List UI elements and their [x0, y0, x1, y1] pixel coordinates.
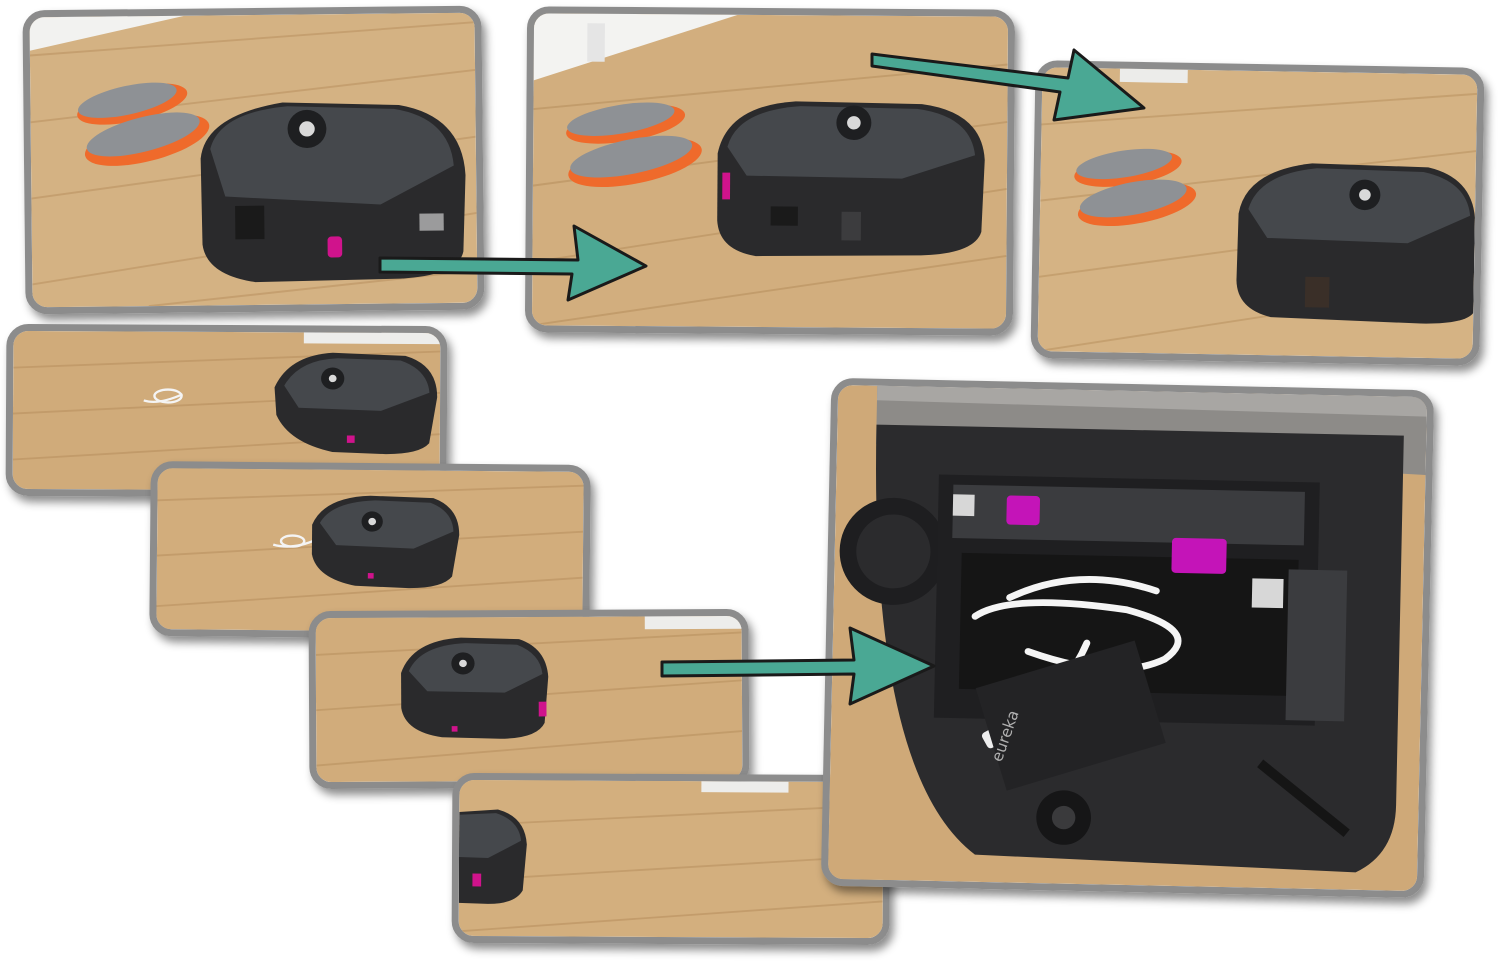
slippers	[566, 102, 702, 188]
photo-panel-robot-moving-away	[308, 608, 750, 790]
brush-release-tab	[1171, 537, 1227, 574]
photo-panel-robot-underside: eureka	[820, 377, 1435, 899]
scene-robot-over-cable	[156, 468, 584, 633]
caster-wheel	[1036, 790, 1092, 845]
brush-release-tab	[1006, 495, 1041, 526]
photo-panel-robot-approaching-cable	[5, 323, 448, 499]
scene-robot-moving-away	[315, 615, 743, 783]
charging-cable	[143, 388, 184, 404]
right-arrow-icon	[378, 224, 648, 302]
photo-panel-robot-beside-slippers	[1030, 60, 1485, 366]
robot-vacuum	[717, 101, 985, 257]
scene-robot-approaching-cable	[12, 330, 441, 492]
slippers	[1074, 148, 1197, 227]
robot-vacuum	[1236, 163, 1475, 324]
robot-vacuum	[311, 495, 460, 589]
photo-panel-robot-near-slippers	[22, 5, 485, 315]
robot-vacuum	[401, 637, 549, 739]
scene-robot-underside: eureka	[827, 384, 1428, 892]
scene-robot-leaving-frame	[458, 779, 884, 939]
label-sticker: eureka	[975, 640, 1166, 791]
photo-panel-robot-over-cable	[149, 461, 591, 640]
photo-panel-robot-approaching	[524, 6, 1016, 336]
right-arrow-icon	[870, 48, 1146, 122]
robot-vacuum	[274, 352, 438, 455]
right-arrow-icon	[660, 626, 936, 706]
robot-vacuum	[200, 102, 466, 283]
scene-robot-approaching	[531, 13, 1009, 329]
scene-robot-beside-slippers	[1037, 67, 1478, 359]
bumper-accent	[722, 172, 731, 200]
photo-panel-robot-leaving-frame	[451, 772, 891, 946]
bumper-accent	[327, 236, 343, 258]
robot-vacuum	[458, 809, 527, 904]
side-wheel	[839, 497, 948, 605]
slippers	[77, 82, 210, 166]
scene-robot-near-slippers	[29, 12, 478, 308]
